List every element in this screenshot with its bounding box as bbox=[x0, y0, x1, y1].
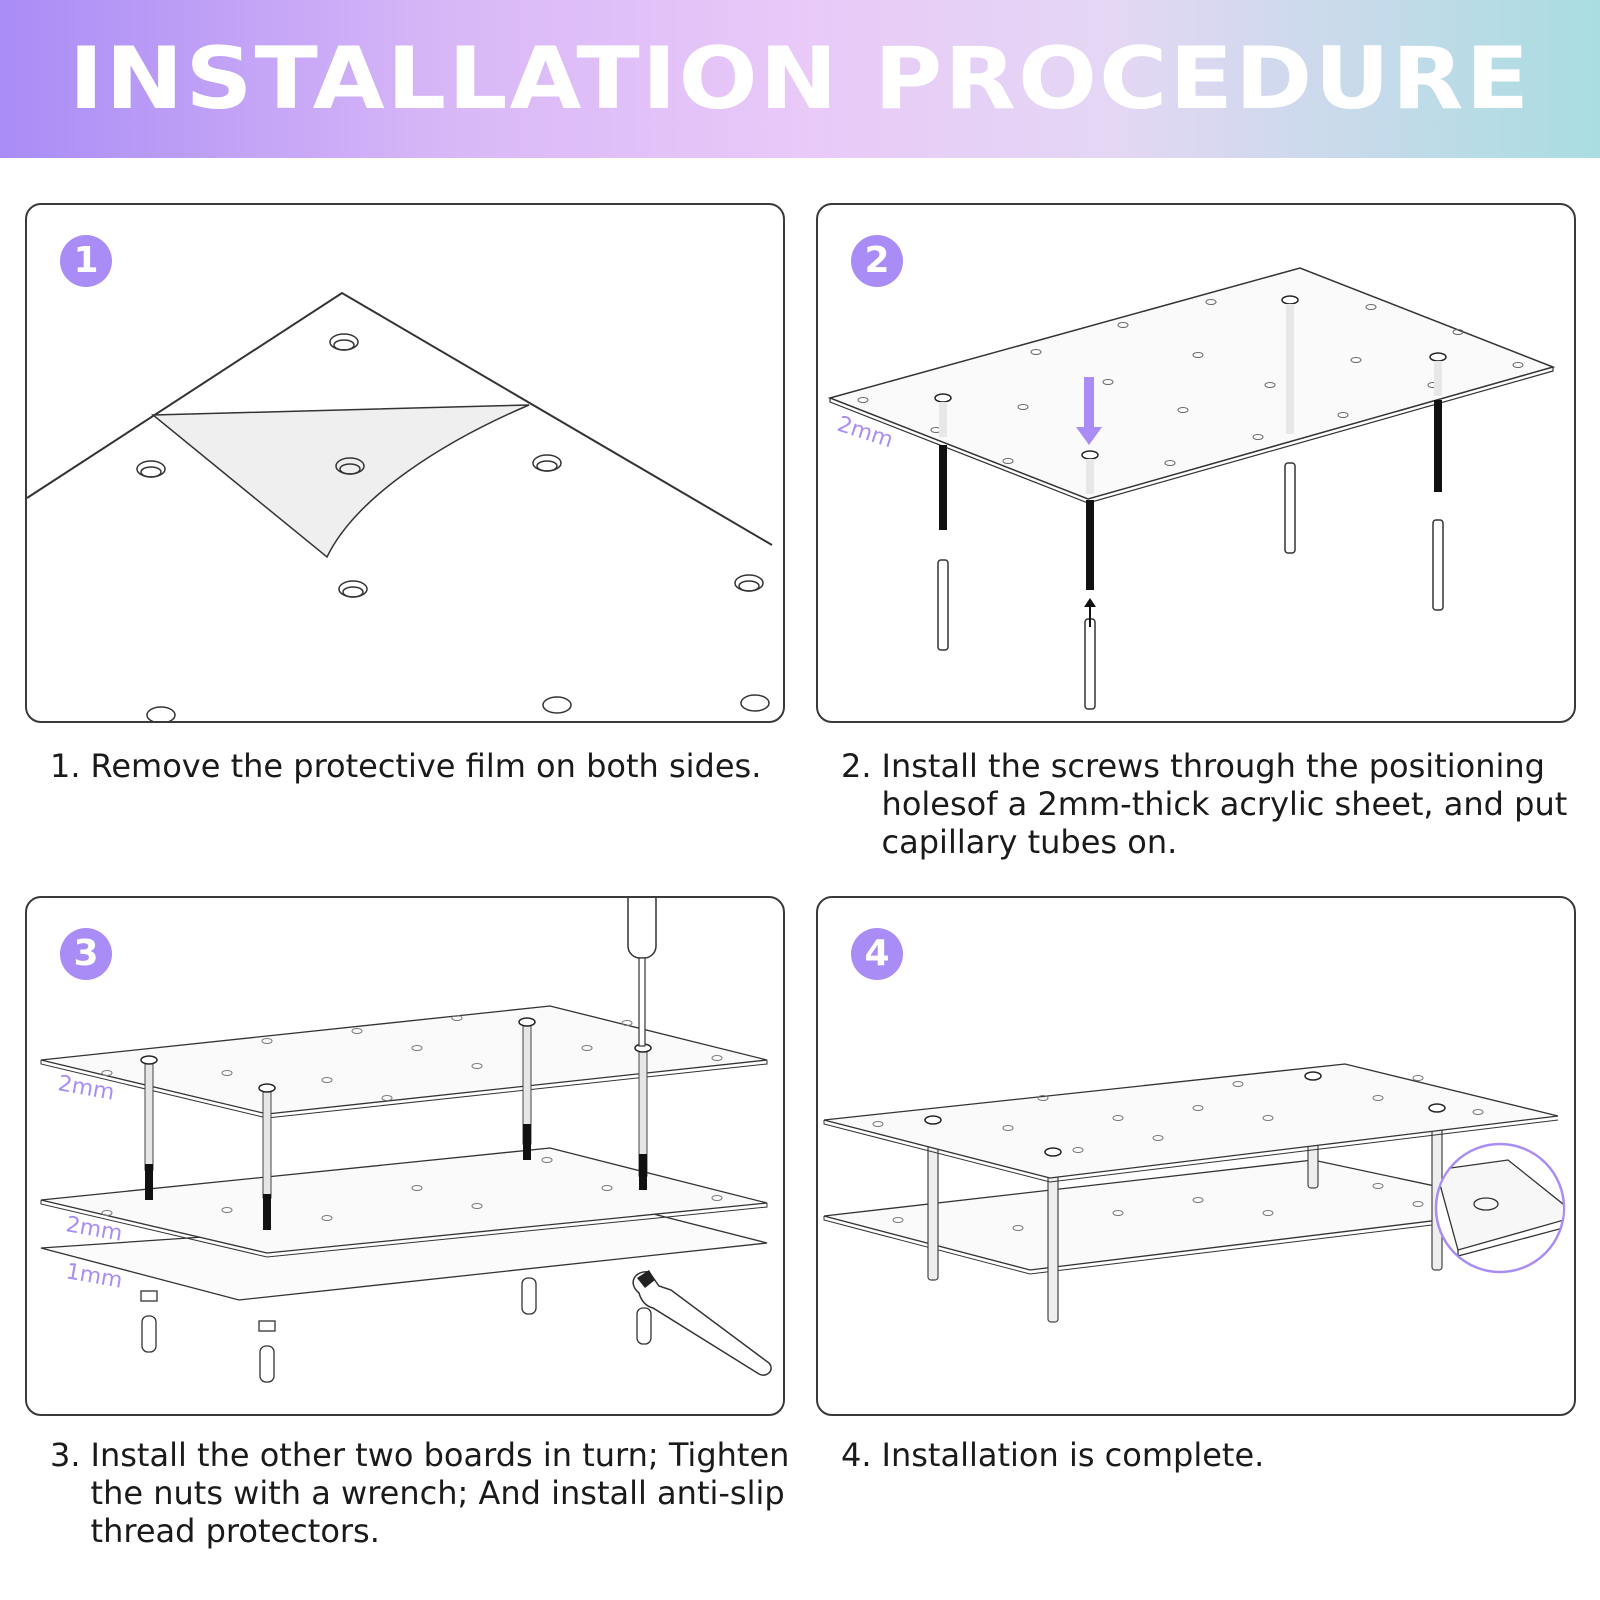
header-banner: INSTALLATION PROCEDURE bbox=[0, 0, 1600, 158]
screws-and-tubes-illustration: 2mm bbox=[827, 267, 1556, 710]
film-peel-illustration bbox=[27, 291, 773, 721]
step-1-panel: 1 bbox=[25, 203, 785, 723]
board-stack-illustration: 1mm 2mm 2mm bbox=[40, 898, 772, 1383]
page-title: INSTALLATION PROCEDURE bbox=[68, 29, 1532, 129]
step-3-panel: 1mm 2mm 2mm bbox=[25, 896, 785, 1416]
step-2-panel: 2mm bbox=[816, 203, 1576, 723]
step-2-badge: 2 bbox=[851, 235, 903, 287]
step-2-caption: 2. Install the screws through the positi… bbox=[841, 747, 1568, 861]
step-1-caption: 1. Remove the protective film on both si… bbox=[50, 747, 762, 785]
step-3-caption: 3. Install the other two boards in turn;… bbox=[50, 1436, 790, 1550]
assembled-stand-illustration bbox=[823, 1063, 1566, 1323]
step-4-panel: 4 bbox=[816, 896, 1576, 1416]
step-4-badge: 4 bbox=[851, 928, 903, 980]
step-1-badge: 1 bbox=[60, 235, 112, 287]
step-3-badge: 3 bbox=[60, 928, 112, 980]
step-4-caption: 4. Installation is complete. bbox=[841, 1436, 1265, 1474]
